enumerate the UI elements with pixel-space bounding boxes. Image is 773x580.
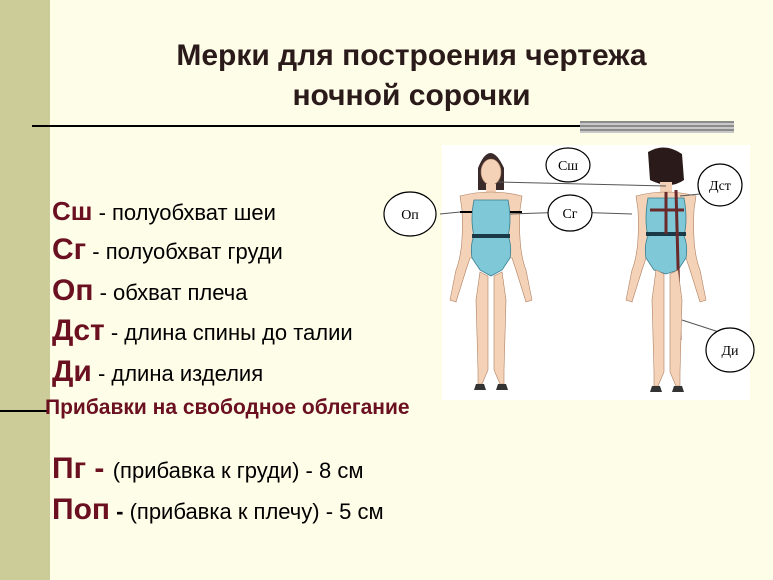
- front-figure: [449, 153, 533, 390]
- measurement-item: Сг - полуобхват груди: [52, 233, 283, 267]
- title-line-1: Мерки для построения чертежа: [176, 39, 647, 72]
- back-figure: [625, 147, 707, 392]
- callout-sh: Сш: [545, 147, 591, 183]
- addition-dash: -: [110, 499, 130, 524]
- addition-dash: -: [86, 452, 113, 485]
- callout-sg-label: Сг: [562, 207, 577, 222]
- addition-desc: (прибавка к плечу) - 5 см: [129, 499, 384, 524]
- left-decor-band: [0, 0, 50, 580]
- section-title: Прибавки на свободное облегание: [45, 396, 410, 419]
- callout-di-label: Ди: [721, 344, 739, 359]
- measurement-code: Ди: [52, 355, 92, 388]
- body-measurement-figure: Сш Сг Оп Дст Ди: [383, 145, 755, 400]
- addition-code: Пг: [52, 452, 87, 485]
- callout-sg: Сг: [547, 194, 593, 232]
- measurement-code: Дст: [52, 314, 105, 347]
- section-divider: [0, 410, 48, 412]
- addition-desc: (прибавка к груди) - 8 см: [112, 458, 364, 483]
- measurement-desc: - полуобхват шеи: [92, 200, 276, 225]
- page-title: Мерки для построения чертежа ночной соро…: [50, 36, 773, 116]
- measurement-code: Оп: [52, 274, 94, 307]
- title-divider: [32, 125, 580, 127]
- callout-op-label: Оп: [401, 208, 419, 223]
- title-line-2: ночной сорочки: [292, 79, 531, 112]
- measurement-item: Ди - длина изделия: [52, 355, 263, 389]
- measurement-item: Оп - обхват плеча: [52, 274, 247, 308]
- callout-dst: Дст: [697, 163, 743, 207]
- measurement-desc: - обхват плеча: [93, 280, 248, 305]
- addition-item: Поп - (прибавка к плечу) - 5 см: [52, 493, 384, 527]
- measurement-desc: - полуобхват груди: [86, 239, 283, 264]
- addition-item: Пг - (прибавка к груди) - 8 см: [52, 452, 363, 486]
- callout-sh-label: Сш: [558, 159, 578, 174]
- addition-code: Поп: [52, 493, 111, 526]
- measurement-code: Сш: [52, 196, 93, 226]
- measurement-item: Дст - длина спины до талии: [52, 314, 353, 348]
- callout-di: Ди: [705, 327, 755, 373]
- measurement-item: Сш - полуобхват шеи: [52, 196, 276, 227]
- measurement-desc: - длина изделия: [91, 361, 264, 386]
- measurement-code: Сг: [52, 233, 87, 266]
- callout-dst-label: Дст: [709, 179, 731, 194]
- callout-op: Оп: [383, 191, 437, 237]
- measurement-desc: - длина спины до талии: [104, 320, 353, 345]
- accent-stripe-bar: [580, 121, 734, 133]
